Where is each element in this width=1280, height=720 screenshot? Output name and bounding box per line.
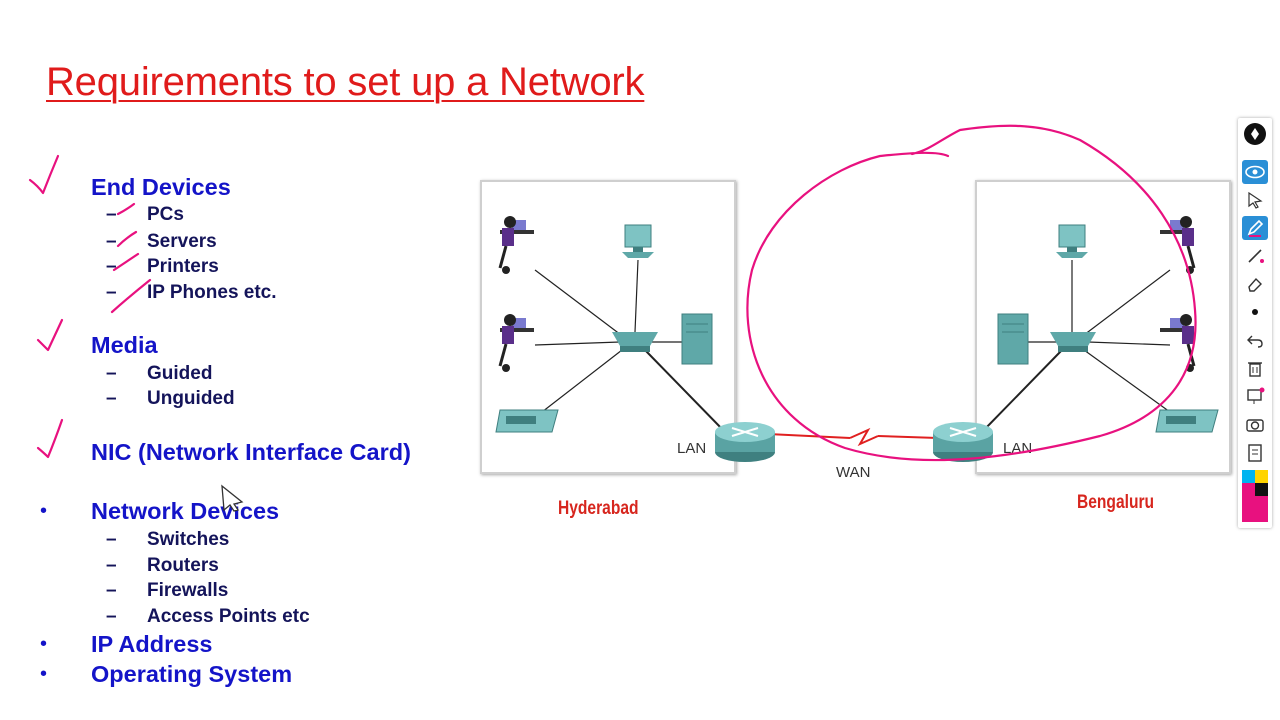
pc-user-icon (498, 216, 534, 274)
eye-icon[interactable] (1242, 160, 1268, 184)
sub-item-firewalls: Firewalls (147, 580, 229, 601)
tick-printers (112, 252, 140, 272)
section-end-devices: End Devices (91, 174, 231, 200)
dash-marker: – (106, 529, 117, 550)
annotation-toolbar (1238, 118, 1272, 528)
sub-item-guided: Guided (147, 363, 213, 384)
sub-item-unguided: Unguided (147, 388, 235, 409)
line-icon[interactable] (1242, 244, 1268, 268)
city-label-hyderabad: Hyderabad (558, 498, 639, 519)
color-palette-icon[interactable] (1242, 470, 1268, 522)
sub-item-routers: Routers (147, 555, 219, 576)
bullet-marker: • (40, 663, 48, 685)
switch-icon (612, 332, 658, 352)
network-diagram: LAN LAN WAN Hyderabad Bengaluru (470, 110, 1240, 530)
tick-pcs (116, 202, 136, 216)
desktop-pc-icon (622, 224, 654, 258)
dash-marker: – (106, 204, 117, 225)
dash-marker: – (106, 606, 117, 627)
ip-phone-icon (1155, 409, 1219, 433)
dash-marker: – (106, 388, 117, 409)
wan-link (767, 427, 939, 447)
wan-label: WAN (836, 464, 871, 481)
app-logo-icon[interactable] (1242, 122, 1268, 146)
pointer-icon[interactable] (1242, 188, 1268, 212)
bullet-marker: • (40, 633, 48, 655)
pc-user-icon (1160, 216, 1196, 274)
bullet-marker: • (40, 500, 48, 522)
trash-icon[interactable] (1242, 356, 1268, 380)
switch-icon (1050, 332, 1096, 352)
dot-icon[interactable] (1242, 300, 1268, 324)
section-operating-system: Operating System (91, 661, 293, 687)
sub-item-pcs: PCs (147, 204, 184, 225)
lan-label-left: LAN (677, 440, 707, 457)
router-icon (715, 422, 775, 462)
checkmark-end-devices (28, 154, 60, 195)
city-label-bengaluru: Bengaluru (1077, 492, 1155, 513)
pc-user-icon (1160, 314, 1196, 372)
undo-icon[interactable] (1242, 328, 1268, 352)
clipboard-icon[interactable] (1242, 440, 1268, 464)
sub-item-servers: Servers (147, 231, 217, 252)
sub-item-ip-phones: IP Phones etc. (147, 282, 277, 303)
sub-item-printers: Printers (147, 256, 219, 277)
section-ip-address: IP Address (91, 631, 213, 657)
tick-servers (116, 230, 138, 248)
lan-label-right: LAN (1003, 440, 1033, 457)
eraser-icon[interactable] (1242, 272, 1268, 296)
tick-ip-phones (110, 278, 152, 314)
checkmark-media (36, 318, 64, 352)
sub-item-access-points: Access Points etc (147, 606, 310, 627)
checkmark-nic (36, 418, 64, 459)
dash-marker: – (106, 580, 117, 601)
desktop-pc-icon (1056, 224, 1088, 258)
ip-phone-icon (495, 409, 559, 433)
server-icon (997, 313, 1029, 365)
camera-icon[interactable] (1242, 412, 1268, 436)
pc-user-icon (498, 314, 534, 372)
slide-title: Requirements to set up a Network (46, 60, 645, 104)
screen-icon[interactable] (1242, 384, 1268, 408)
section-nic: NIC (Network Interface Card) (91, 439, 411, 465)
section-network-devices: Network Devices (91, 498, 280, 524)
dash-marker: – (106, 363, 117, 384)
dash-marker: – (106, 555, 117, 576)
pen-icon[interactable] (1242, 216, 1268, 240)
section-media: Media (91, 332, 158, 358)
dash-marker: – (106, 282, 117, 303)
router-icon (933, 422, 993, 462)
pen-cursor-icon (221, 484, 244, 512)
dash-marker: – (106, 256, 117, 277)
dash-marker: – (106, 231, 117, 252)
server-icon (681, 313, 713, 365)
sub-item-switches: Switches (147, 529, 230, 550)
